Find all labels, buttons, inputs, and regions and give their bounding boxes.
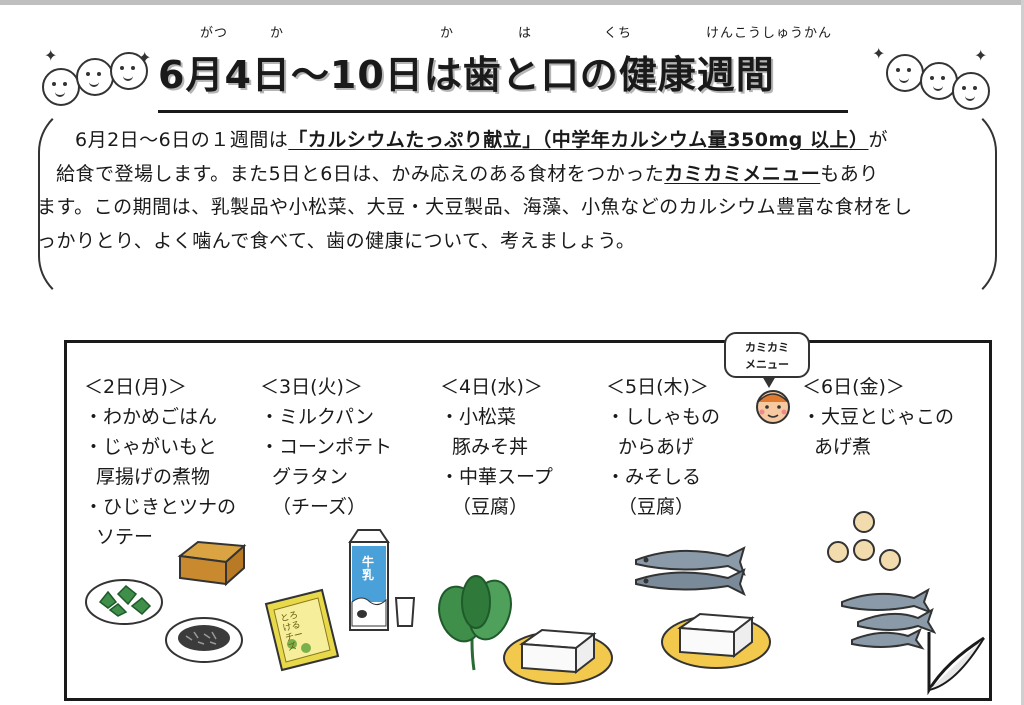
menu-item-continued: （豆腐） — [452, 496, 529, 518]
bubble-line: カミカミ — [745, 341, 789, 354]
menu-item-continued: グラタン — [272, 466, 349, 488]
day-header: ＜3日(火)＞ — [260, 376, 363, 398]
small-fish-icon — [841, 587, 936, 650]
day-column-tue: ＜3日(火)＞ ・ミルクパン・コーンポテトグラタン （チーズ） — [260, 372, 392, 522]
menu-item: ・じゃがいもと — [84, 436, 217, 458]
wakame-plate-icon — [85, 579, 163, 625]
menu-item: ・コーンポテト — [260, 436, 393, 458]
menu-item-continued: 豚みそ丼 — [452, 436, 529, 458]
intro-frame — [38, 104, 997, 304]
intro-highlight: 「カルシウムたっぷり献立」 — [288, 129, 542, 151]
title-ruby-text: けんこうしゅうかん — [706, 26, 833, 41]
sparkle-icon: ✦ — [872, 44, 886, 63]
title-ruby: がつ か か は くち けんこうしゅうかん — [158, 22, 848, 41]
intro-text: 6月2日〜6日の１週間は — [75, 129, 289, 151]
page-curl-icon — [926, 632, 986, 695]
tooth-face-icon — [110, 52, 148, 90]
title-underline — [158, 110, 848, 113]
menu-item: ・大豆とじゃこの — [802, 406, 955, 428]
day-column-wed: ＜4日(水)＞ ・小松菜豚みそ丼・中華スープ （豆腐） — [440, 372, 553, 522]
milk-label: 牛乳 — [362, 555, 375, 582]
title-ruby-text: くち — [604, 26, 633, 41]
page-curl — [926, 632, 986, 695]
intro-text: ます。この期間は、乳製品や小松菜、大豆・大豆製品、海藻、小魚などのカルシウム豊富… — [37, 196, 913, 218]
tooth-face-icon — [42, 68, 80, 106]
menu-item: ・中華スープ — [440, 466, 553, 488]
menu-item: ・みそしる — [606, 466, 702, 488]
menu-item-continued: （豆腐） — [618, 496, 695, 518]
day-header: ＜2日(月)＞ — [84, 376, 187, 398]
menu-item: ・わかめごはん — [84, 406, 218, 428]
intro-text: 給食で登場します。また5日と6日は、かみ応えのある食材をつかった — [56, 162, 665, 185]
intro-text: っかりとり、よく噛んで食べて、歯の健康について、考えましょう。 — [37, 229, 636, 252]
hijiki-plate-icon — [165, 617, 243, 663]
title-ruby-text: か — [270, 26, 285, 41]
tofu-plate-icon — [503, 628, 613, 685]
tofu-plate-icon — [661, 612, 771, 669]
tooth-face-icon — [952, 72, 990, 110]
title-ruby-text: がつ — [200, 26, 229, 41]
intro-text: もあり — [820, 162, 879, 185]
sparkle-icon: ✦ — [44, 46, 58, 65]
title-ruby-text: か — [440, 26, 455, 41]
bubble-tail — [762, 376, 776, 388]
day-column-mon: ＜2日(月)＞ ・わかめごはん・じゃがいもと厚揚げの煮物・ひじきとツナのソテー — [84, 372, 236, 552]
left-mascots: ✦ ✦ — [38, 46, 151, 108]
day-header: ＜6日(金)＞ — [802, 376, 905, 398]
chewing-kid-icon — [756, 390, 790, 424]
tooth-face-icon — [76, 58, 114, 96]
menu-item-continued: からあげ — [618, 436, 695, 458]
cheese-package-icon — [264, 588, 340, 672]
intro-highlight: カミカミメニュー — [664, 162, 821, 185]
page-title: 6月4日〜10日は歯と口の健康週間 — [158, 53, 775, 97]
shishamo-icon — [635, 546, 746, 596]
day-header: ＜5日(木)＞ — [606, 376, 709, 398]
menu-item-continued: （チーズ） — [272, 496, 367, 518]
atsuage-icon — [177, 540, 247, 587]
intro-text: が — [868, 129, 888, 151]
bubble-line: メニュー — [745, 358, 789, 371]
right-border — [1021, 0, 1024, 705]
menu-item-continued: 厚揚げの煮物 — [96, 466, 211, 488]
day-column-fri: ＜6日(金)＞ ・大豆とじゃこのあげ煮 — [802, 372, 954, 462]
right-mascots: ✦ ✦ — [872, 44, 996, 114]
day-column-thu: ＜5日(木)＞ ・ししゃものからあげ・みそしる （豆腐） — [606, 372, 720, 522]
soybeans-icon — [827, 511, 901, 571]
top-border — [0, 0, 1024, 5]
menu-item: ・ひじきとツナの — [84, 496, 237, 518]
tooth-face-icon — [886, 54, 924, 92]
menu-item-continued: ソテー — [96, 526, 154, 548]
menu-item-continued: あげ煮 — [814, 436, 872, 458]
title-block: がつ か か は くち けんこうしゅうかん 6月4日〜10日は歯と口の健康週間 — [158, 22, 848, 113]
sparkle-icon: ✦ — [974, 46, 988, 65]
title-ruby-text: は — [518, 26, 533, 41]
menu-item: ・ししゃもの — [606, 406, 721, 428]
kamikami-bubble: カミカミ メニュー — [724, 332, 810, 378]
day-header: ＜4日(水)＞ — [440, 376, 543, 398]
intro-paragraph: 6月2日〜6日の１週間は「カルシウムたっぷり献立」（中学年カルシウム量350mg… — [37, 124, 976, 258]
menu-item: ・ミルクパン — [260, 406, 375, 428]
milk-carton-icon — [348, 529, 390, 631]
menu-item: ・小松菜 — [440, 406, 517, 428]
milk-glass-icon — [394, 597, 416, 627]
komatsuna-icon — [438, 575, 512, 671]
intro-highlight: （中学年カルシウム量350mg 以上） — [541, 129, 869, 151]
